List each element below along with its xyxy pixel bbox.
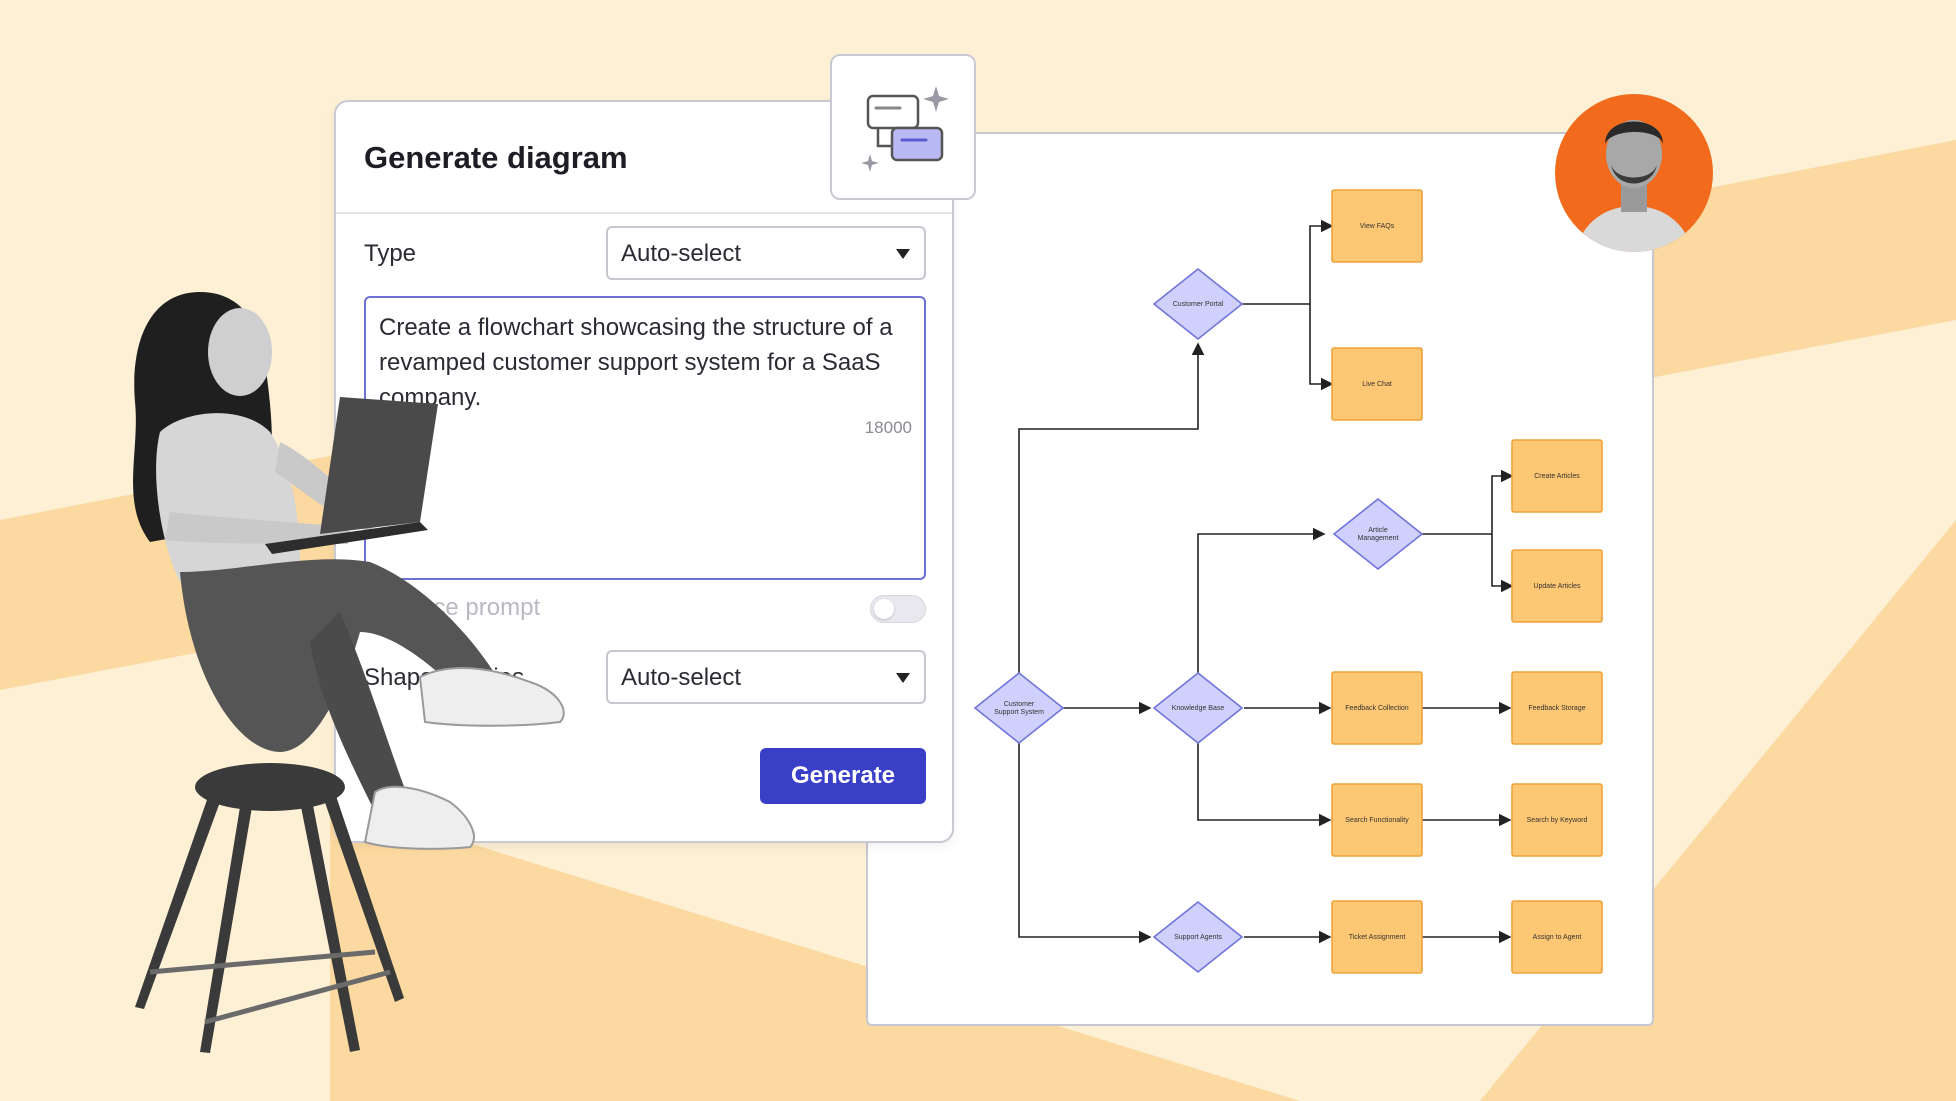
chat-bubbles-sparkle-icon [861,86,949,172]
woman-with-laptop-illustration [133,292,565,1053]
libraries-select-value: Auto-select [621,664,742,691]
node-live-chat [1331,347,1423,421]
node-article-management [1332,497,1424,571]
node-assign-to-agent [1511,900,1603,974]
label-knowledge-base: Knowledge Base [1172,705,1225,712]
dialog-title: Generate diagram [364,140,628,175]
prompt-textarea[interactable]: Create a flowchart showcasing the struct… [364,296,926,580]
node-support-agents [1152,900,1244,974]
man-photo-icon [1575,120,1693,252]
type-select[interactable]: Auto-select [606,226,926,280]
generate-button[interactable]: Generate [760,748,926,804]
toggle-knob [874,599,894,619]
flowchart: Customer Support System Customer Portal … [973,189,1603,974]
enhance-prompt-toggle[interactable] [870,595,926,623]
caret-down-icon [896,673,910,683]
label-feedback-collection: Feedback Collection [1345,705,1409,712]
label-search-functionality: Search Functionality [1345,817,1409,824]
type-select-value: Auto-select [621,240,742,267]
type-label: Type [364,240,417,267]
label-create-articles: Create Articles [1534,473,1580,480]
node-view-faqs [1331,189,1423,263]
label-view-faqs: View FAQs [1360,223,1395,230]
shape-libraries-select[interactable]: Auto-select [606,650,926,704]
node-customer-portal [1152,267,1244,341]
dialog-divider [336,212,952,214]
node-feedback-collection [1331,671,1423,745]
node-create-articles [1511,439,1603,513]
label-customer-support-line1: Customer [1004,701,1035,708]
user-avatar [1555,94,1713,252]
node-ticket-assignment [1331,900,1423,974]
label-article-management-line1: Article [1368,527,1388,534]
label-support-agents: Support Agents [1174,934,1222,941]
diagram-canvas[interactable]: Customer Support System Customer Portal … [866,132,1654,1026]
label-assign-to-agent: Assign to Agent [1533,934,1582,941]
node-knowledge-base [1152,671,1244,745]
node-search-functionality [1331,783,1423,857]
node-update-articles [1511,549,1603,623]
node-customer-support-system [973,671,1065,745]
label-article-management-line2: Management [1358,535,1399,542]
node-feedback-storage [1511,671,1603,745]
label-search-by-keyword: Search by Keyword [1527,817,1588,824]
char-count: 18000 [864,418,912,437]
ai-diagram-badge [830,54,976,200]
caret-down-icon [896,249,910,259]
label-feedback-storage: Feedback Storage [1528,705,1585,712]
label-live-chat: Live Chat [1362,381,1392,388]
label-customer-support-line2: Support System [994,709,1044,716]
label-ticket-assignment: Ticket Assignment [1349,934,1406,941]
label-customer-portal: Customer Portal [1173,301,1224,308]
label-update-articles: Update Articles [1533,583,1581,590]
node-search-by-keyword [1511,783,1603,857]
